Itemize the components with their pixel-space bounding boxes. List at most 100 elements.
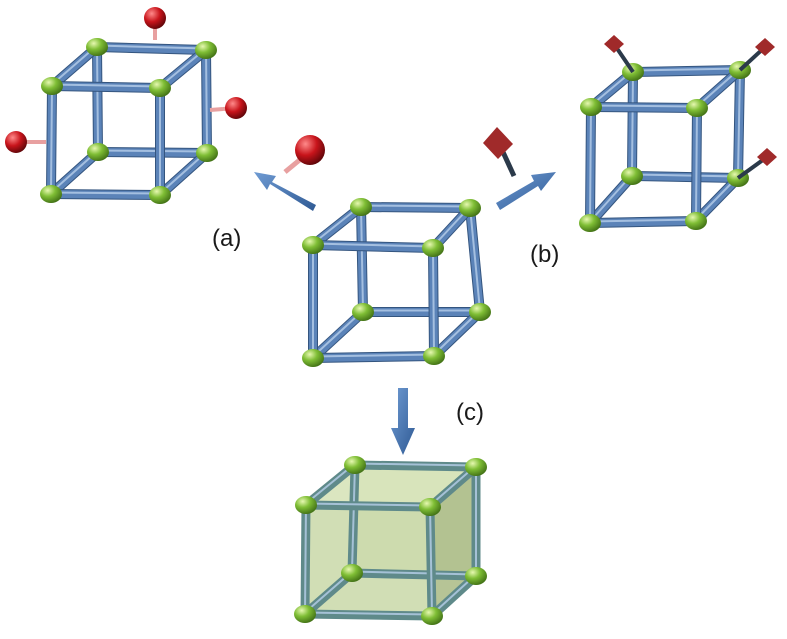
rod-highlight [351,570,477,576]
rod-highlight [354,462,477,467]
red-sphere-group-icon [225,97,247,119]
rod-highlight [589,218,697,223]
rod [302,461,359,509]
label-a: (a) [212,225,241,252]
rod-highlight [695,105,698,221]
node-sphere [87,142,109,162]
rod [47,148,102,198]
node-sphere [295,495,317,515]
node-sphere [350,197,372,217]
rod [351,461,480,471]
rod-highlight [432,245,435,356]
rod-highlight [205,47,208,153]
rod [309,308,367,362]
red-diamond-group-icon [604,35,624,53]
rod-highlight [312,242,434,248]
arrow-icon [391,388,415,455]
rod [629,66,744,76]
rod-highlight [51,83,161,88]
node-sphere [686,98,708,118]
node-sphere [419,497,441,517]
rod [302,501,434,511]
arrow-icon [254,172,316,211]
rod-highlight [737,67,741,178]
rod [301,610,436,620]
rod-highlight [50,191,161,195]
rod-highlight [469,205,481,312]
red-sphere-group-icon [5,131,27,153]
red-sphere-group-icon [144,7,166,29]
rod-highlight [631,173,739,178]
rod-highlight [312,353,435,358]
node-sphere [40,184,62,204]
rod [309,352,438,362]
node-sphere [302,235,324,255]
node-sphere [341,563,363,583]
node-sphere [195,40,217,60]
rod-highlight [589,104,592,223]
rod [48,82,164,92]
node-sphere [86,37,108,57]
rod-highlight [360,204,471,208]
node-sphere [302,348,324,368]
rod [309,203,365,249]
red-diamond-group-icon [757,148,777,166]
rod [309,241,437,252]
arrow-to-a [254,135,325,211]
cube-framework-center [302,197,491,368]
rod-highlight [304,502,307,614]
diamond-groups-b [604,35,777,180]
rod [156,149,211,199]
rod-highlight [304,611,433,616]
rod [93,43,210,54]
rod-highlight [50,83,53,194]
rod [94,148,211,157]
rod [430,308,484,360]
rod [586,217,700,227]
red-diamond-group-icon [483,127,513,159]
node-sphere [459,198,481,218]
rod [628,172,742,182]
cube-framework-c [294,455,487,626]
diamond-link [500,150,517,178]
rod-highlight [96,44,207,50]
rod-highlight [305,502,431,507]
node-sphere [621,166,643,186]
node-sphere [344,455,366,475]
rod [301,569,356,618]
rod [587,103,701,112]
rod [348,569,480,580]
node-sphere [580,97,602,117]
cube-framework-b [579,60,751,233]
node-sphere [149,185,171,205]
rod-highlight [631,69,634,176]
rod-highlight [590,104,698,108]
arrow-icon [496,172,556,210]
node-sphere [149,78,171,98]
cube-framework-a [40,37,218,205]
node-sphere [41,76,63,96]
node-sphere [196,143,218,163]
node-sphere [421,606,443,626]
node-sphere [423,346,445,366]
rod-highlight [97,149,208,153]
rod [357,203,474,212]
rod [426,463,480,511]
node-sphere [352,302,374,322]
node-sphere [422,238,444,258]
node-sphere [294,604,316,624]
label-b: (b) [530,241,559,268]
rod [692,174,742,225]
rod [47,190,164,199]
sphere-groups-a [5,7,247,153]
node-sphere [469,302,491,322]
label-c: (c) [456,399,484,426]
rod-highlight [360,204,364,312]
rod-highlight [429,504,433,616]
rod-highlight [632,67,741,72]
node-sphere [685,211,707,231]
rod-highlight [351,462,356,573]
arrow-to-b [483,127,556,210]
rod-highlight [96,44,99,152]
